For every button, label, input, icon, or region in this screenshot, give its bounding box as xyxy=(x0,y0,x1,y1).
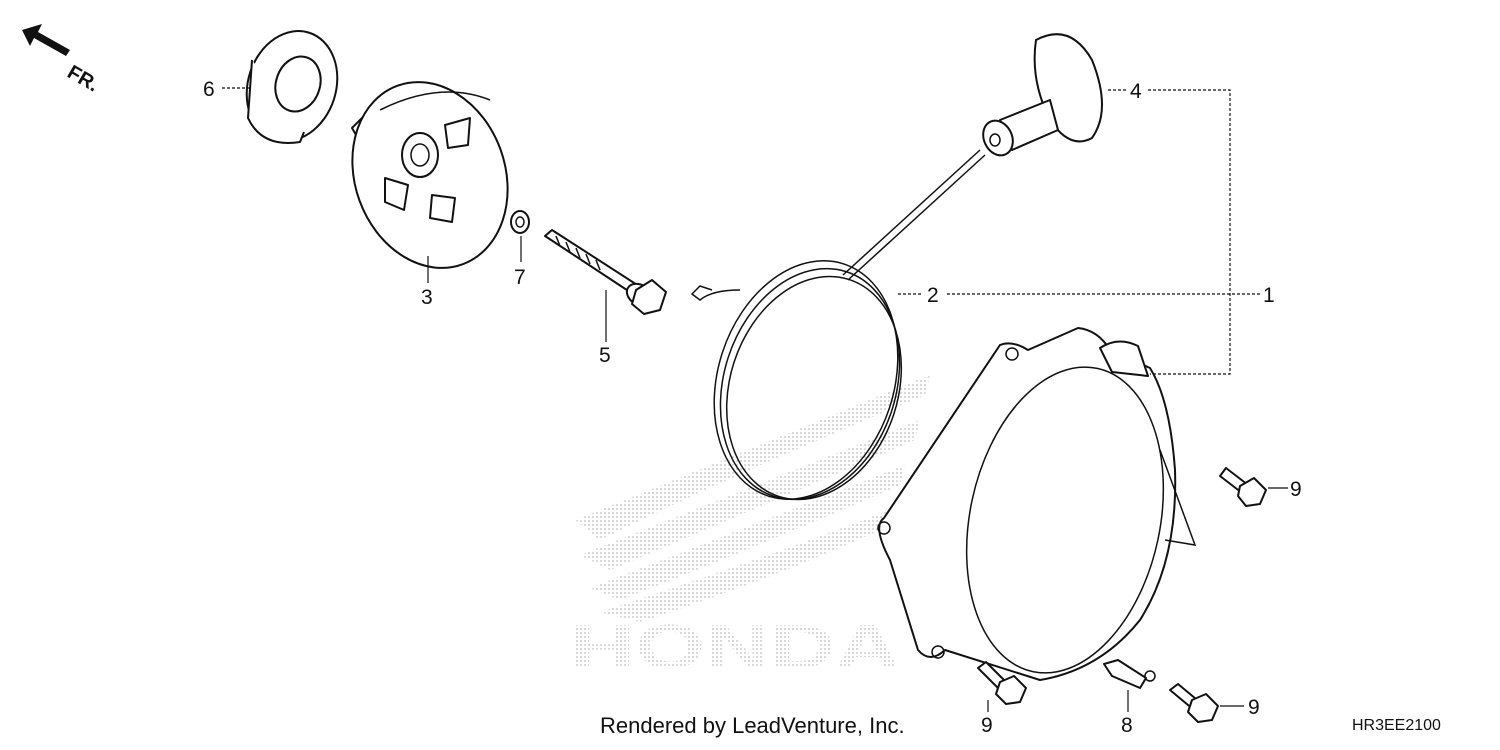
part-4-starter-grip xyxy=(982,33,1103,157)
honda-wing-watermark xyxy=(575,375,930,622)
callout-6: 6 xyxy=(203,78,215,101)
callout-7: 7 xyxy=(514,266,526,289)
part-1-recoil-starter-cover xyxy=(877,327,1197,681)
leader-lines xyxy=(222,87,1288,712)
part-7-washer xyxy=(510,210,530,234)
part-9-bolt-upper xyxy=(1219,467,1267,507)
front-direction-label: FR. xyxy=(64,61,103,96)
part-6-oil-seal xyxy=(245,30,339,144)
footer-credit: Rendered by LeadVenture, Inc. xyxy=(600,713,905,738)
diagram-code: HR3EE2100 xyxy=(1352,717,1441,734)
part-8-clamp xyxy=(1103,659,1156,689)
part-3-starter-pulley xyxy=(351,81,509,269)
callout-9-lower-right: 9 xyxy=(1248,696,1260,719)
callout-1: 1 xyxy=(1263,284,1275,307)
part-9-bolt-lower-left xyxy=(977,661,1027,705)
callout-9-upper: 9 xyxy=(1290,478,1302,501)
front-direction-arrow-icon xyxy=(22,24,70,56)
part-5-flange-bolt xyxy=(544,229,667,315)
part-9-bolt-lower-right xyxy=(1169,683,1219,723)
honda-logo-watermark: HONDA xyxy=(570,613,900,682)
callout-5: 5 xyxy=(599,344,611,367)
callout-4: 4 xyxy=(1130,80,1142,103)
part-2-recoil-rope xyxy=(690,149,986,501)
callout-9-lower-left: 9 xyxy=(981,714,993,737)
callout-3: 3 xyxy=(421,286,433,309)
callout-2: 2 xyxy=(927,284,939,307)
callout-8: 8 xyxy=(1121,714,1133,737)
